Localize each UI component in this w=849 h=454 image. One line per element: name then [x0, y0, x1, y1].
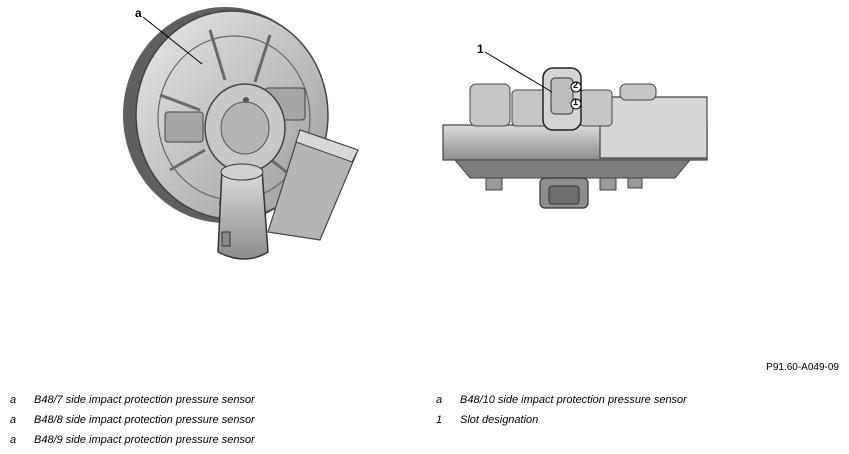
- legend-item: a B48/7 side impact protection pressure s…: [10, 393, 255, 413]
- callout-1: 1: [477, 42, 484, 56]
- sensor-illustration: a 1 2 1: [123, 6, 708, 260]
- figure-id: P91.60-A049-09: [766, 362, 839, 373]
- sensor-drawing: [123, 7, 708, 260]
- slot-label-2: 2: [573, 80, 579, 90]
- legend-key: a: [436, 394, 443, 406]
- sensor-left-view: [123, 7, 359, 260]
- legend-item: a B48/10 side impact protection pressure …: [436, 393, 687, 413]
- legend-key: a: [10, 434, 17, 446]
- slot-label-1: 1: [573, 97, 579, 107]
- legend-key: a: [10, 414, 17, 426]
- sensor-right-view: [442, 51, 708, 209]
- legend-text: B48/9 side impact protection pressure se…: [34, 434, 255, 446]
- legend-item: a B48/8 side impact protection pressure s…: [10, 413, 255, 433]
- legend-key: 1: [436, 414, 443, 426]
- callout-a: a: [135, 6, 142, 20]
- legend-text: B48/8 side impact protection pressure se…: [34, 414, 255, 426]
- legend-item: 1 Slot designation: [436, 413, 687, 433]
- legend-item: a B48/9 side impact protection pressure s…: [10, 433, 255, 453]
- legend-text: B48/10 side impact protection pressure s…: [460, 394, 687, 406]
- legend-key: a: [10, 394, 17, 406]
- legend-text: Slot designation: [460, 414, 539, 426]
- legend-right: a B48/10 side impact protection pressure …: [436, 393, 687, 433]
- legend-left: a B48/7 side impact protection pressure s…: [10, 393, 255, 453]
- legend-text: B48/7 side impact protection pressure se…: [34, 394, 255, 406]
